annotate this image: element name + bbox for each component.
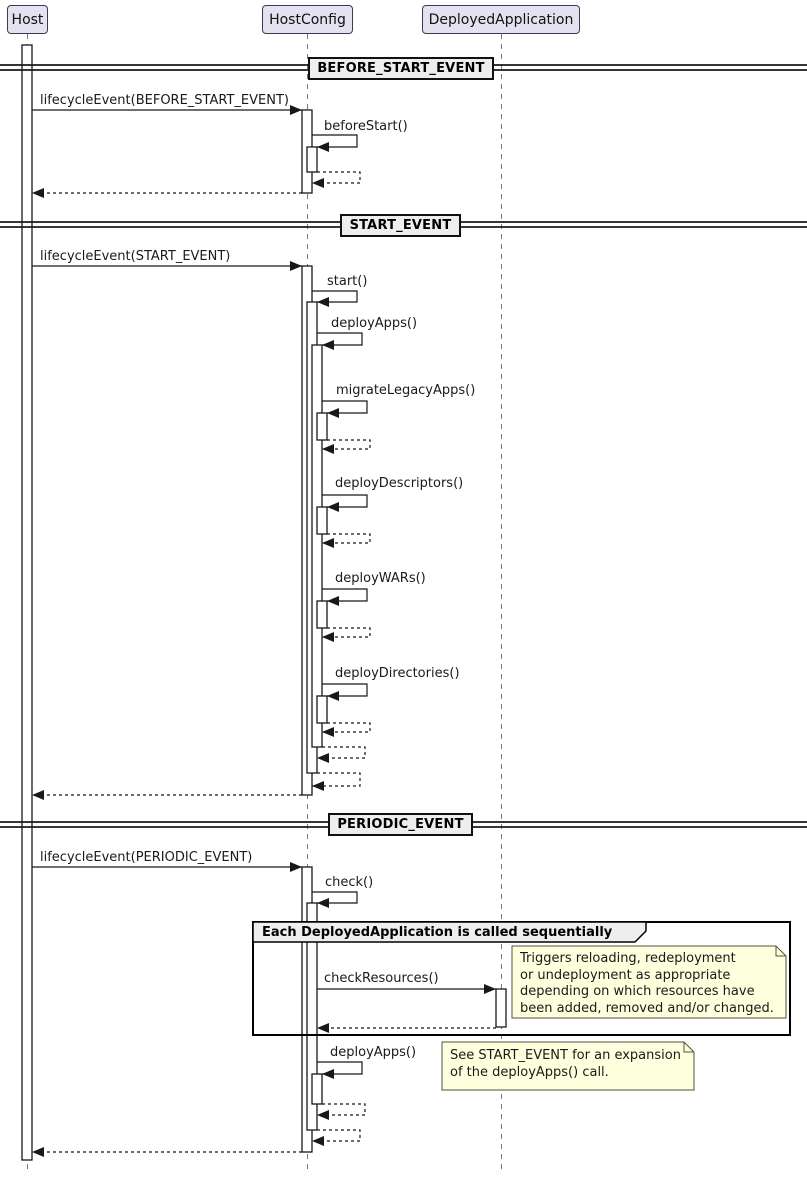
message-deployapps: deployApps() [331,316,418,331]
message-deploydescriptors: deployDescriptors() [335,476,464,491]
arrow-deployapps2-self [317,1061,363,1079]
note-deployapps [441,1041,695,1091]
message-checkresources: checkResources() [324,971,439,986]
group-header-pentagon [252,921,647,943]
activation-bars [21,44,507,1161]
message-start: start() [327,274,368,289]
activation-deploydirectories [316,695,328,724]
note-line: Triggers reloading, redeployment [520,951,736,966]
participant-host: Host [7,5,48,34]
message-check: check() [325,875,374,890]
message-lifecycle-before-start: lifecycleEvent(BEFORE_START_EVENT) [40,93,289,108]
arrow-start-self [312,290,358,307]
group-fragment [252,921,791,1036]
note-line: depending on which resources have [520,984,755,999]
arrow-deployapps-self [317,332,363,350]
message-beforestart: beforeStart() [324,119,408,134]
return-deployapps [317,746,366,763]
note-checkresources-fold [775,946,786,957]
arrow-wars-self [322,588,368,606]
note-checkresources-text: Triggers reloading, redeployment or unde… [520,951,774,1017]
arrows-start [32,261,371,800]
note-line: been added, removed and/or changed. [520,1000,774,1016]
arrows-before-start [32,105,361,198]
divider-start-event: START_EVENT [340,214,461,237]
arrow-check-self [312,891,358,908]
return-check [312,1129,361,1146]
arrow-descriptors-self [322,494,368,512]
arrow-migrate-self [322,400,368,418]
message-lifecycle-start: lifecycleEvent(START_EVENT) [40,249,231,264]
activation-deploywars [316,600,328,629]
message-deploywars: deployWARs() [335,571,426,586]
note-checkresources [511,945,787,1019]
divider-lines [0,64,807,828]
activation-deployapps-periodic [311,1073,323,1105]
return-wars [322,627,371,642]
activation-beforestart [306,146,318,173]
message-deployapps-periodic: deployApps() [330,1045,417,1060]
note-line: or undeployment as appropriate [520,967,731,983]
arrow-beforestart-self [312,134,358,152]
participant-hostconfig: HostConfig [262,5,353,34]
lifelines [27,34,502,1172]
activation-deployapps [311,344,323,748]
notes [441,945,787,1091]
note-line: of the deployApps() call. [450,1064,609,1080]
return-beforestart [312,171,361,188]
note-line: See START_EVENT for an expansion [450,1048,681,1063]
return-deployapps2 [317,1103,366,1120]
divider-before-start-event: BEFORE_START_EVENT [308,57,494,80]
return-migrate [322,439,371,454]
divider-periodic-event: PERIODIC_EVENT [328,813,473,836]
return-directories [322,722,371,737]
activation-check [306,902,318,1131]
message-migratelegacyapps: migrateLegacyApps() [336,383,476,398]
message-lifecycle-periodic: lifecycleEvent(PERIODIC_EVENT) [40,850,253,865]
activation-host [21,44,33,1161]
return-start [312,772,361,791]
activation-checkresources-da [495,988,507,1028]
return-descriptors [322,533,371,548]
arrows-periodic [32,862,496,1157]
activation-deploydescriptors [316,506,328,535]
note-deployapps-fold [683,1042,694,1053]
group-label: Each DeployedApplication is called seque… [262,925,613,940]
participant-deployedapplication: DeployedApplication [422,5,580,34]
arrow-directories-self [322,683,368,701]
activation-migratelegacyapps [316,412,328,441]
note-deployapps-text: See START_EVENT for an expansion of the … [450,1048,681,1081]
message-deploydirectories: deployDirectories() [335,666,460,681]
